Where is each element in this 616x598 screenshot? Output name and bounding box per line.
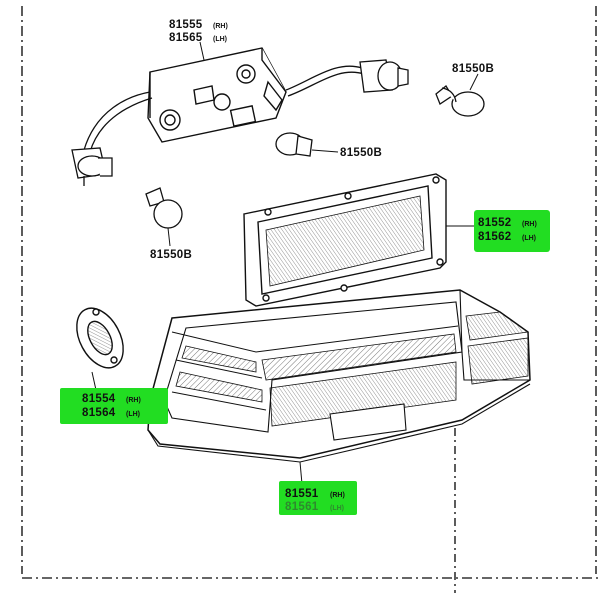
highlight-gasket: [474, 210, 550, 252]
part-number-small-gasket-rh: 81554: [82, 393, 116, 405]
part-number-lens-lh: 81561: [285, 501, 319, 513]
part-number-gasket-lh: 81562: [478, 231, 511, 243]
main-gasket: [243, 173, 476, 307]
wire-end-bulb-right: [359, 59, 409, 93]
part-number-gasket-rh: 81552: [478, 217, 511, 229]
side-socket-rh: (RH): [213, 23, 228, 30]
label-socket: 81555 (RH) 81565 (LH): [169, 19, 228, 44]
side-gasket-rh: (RH): [522, 221, 537, 228]
label-gasket: 81552 (RH) 81562 (LH): [478, 217, 537, 243]
side-lens-rh: (RH): [330, 492, 345, 499]
small-gasket: [76, 307, 124, 391]
socket-assembly: [147, 47, 287, 143]
side-socket-lh: (LH): [213, 36, 227, 43]
highlight-small-gasket: [60, 388, 168, 424]
socket-wires: [83, 65, 365, 153]
side-small-gasket-lh: (LH): [126, 411, 140, 418]
wire-end-bulb-left: [71, 147, 113, 186]
highlight-lens: [279, 481, 357, 515]
part-number-bulb-left: 81550B: [150, 249, 192, 261]
lens-housing: [147, 289, 531, 485]
label-lens: 81551 (RH) 81561 (LH): [285, 488, 345, 513]
label-small-gasket: 81554 (RH) 81564 (LH): [82, 393, 141, 419]
part-number-small-gasket-lh: 81564: [82, 407, 116, 419]
part-number-socket-rh: 81555: [169, 19, 203, 31]
bulb-top-right: [435, 73, 485, 117]
side-lens-lh: (LH): [330, 505, 344, 512]
leader-lines: [199, 41, 205, 61]
side-small-gasket-rh: (RH): [126, 397, 141, 404]
part-number-lens-rh: 81551: [285, 488, 319, 500]
part-number-socket-lh: 81565: [169, 32, 203, 44]
part-number-bulb-middle: 81550B: [340, 147, 382, 159]
part-number-bulb-top-right: 81550B: [452, 63, 494, 75]
bulb-middle: [275, 132, 339, 157]
side-gasket-lh: (LH): [522, 235, 536, 242]
dashed-frame: [21, 6, 598, 593]
bulb-left: [145, 187, 183, 247]
